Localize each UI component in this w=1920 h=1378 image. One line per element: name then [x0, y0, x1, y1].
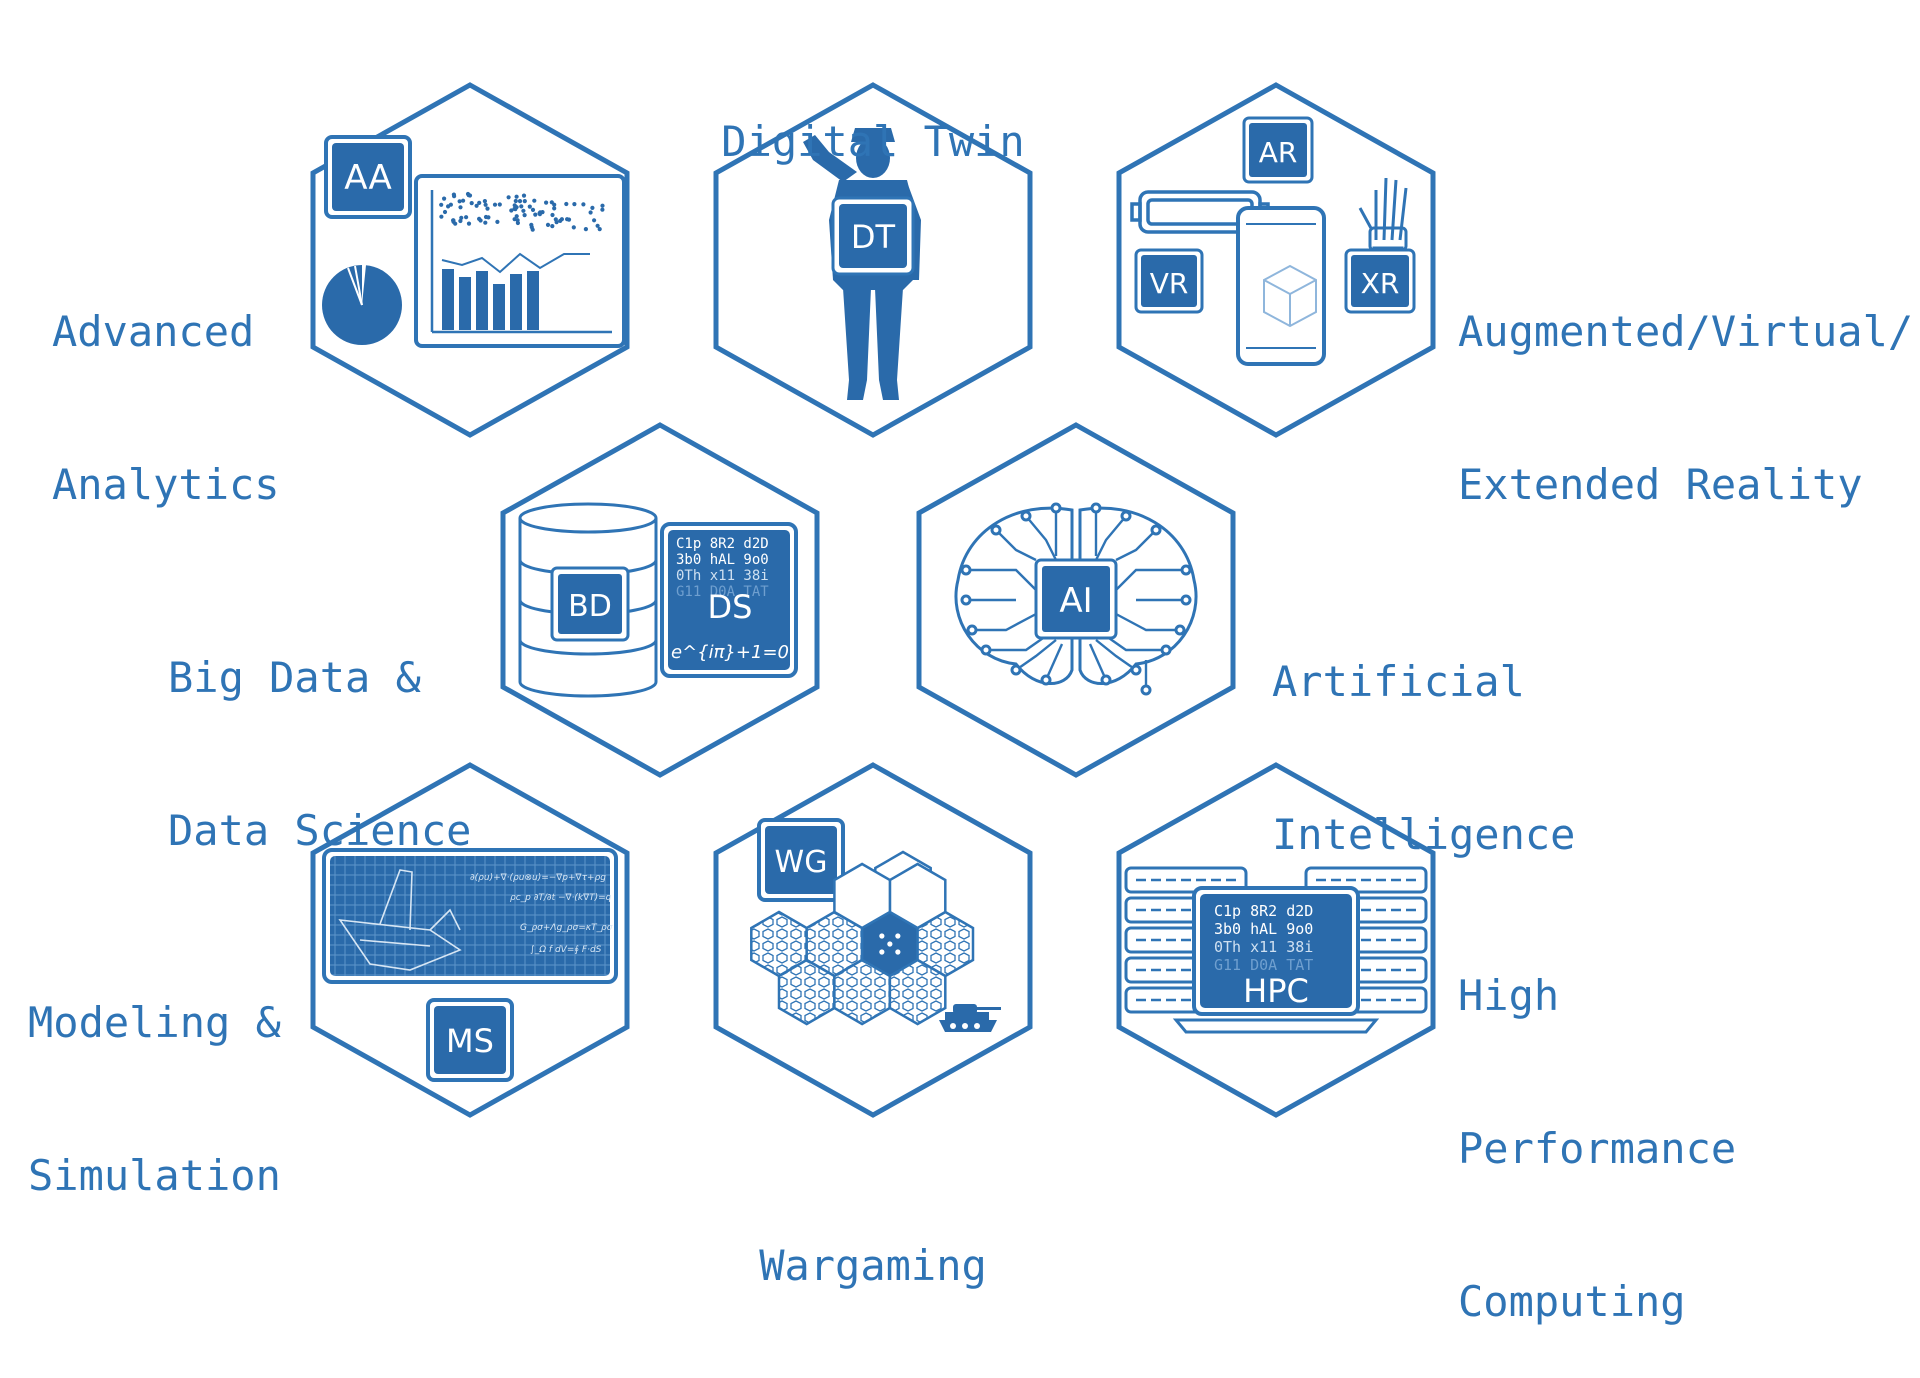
- laptop-icon: C1p 8R2 d2D 3b0 hAL 9o0 0Th x11 38i G11 …: [1172, 886, 1380, 1034]
- data-science-panel: C1p 8R2 d2D 3b0 hAL 9o0 0Th x11 38i G11 …: [660, 522, 798, 678]
- bar-chart-icon: [414, 174, 626, 348]
- hpc-code-line-3: 0Th x11 38i: [1214, 938, 1313, 956]
- ms-badge: MS: [426, 998, 514, 1082]
- hex-digital-twin: DT: [716, 85, 1030, 435]
- brain-circuit-icon: [954, 502, 1198, 696]
- hpc-code-line-1: C1p 8R2 d2D: [1214, 902, 1313, 920]
- code-line-4: G11 D0A TAT: [676, 584, 769, 600]
- hex-artificial-intelligence: AI: [919, 425, 1233, 775]
- tech-hexagon-diagram: AA: [0, 0, 1920, 1199]
- hex-advanced-analytics: AA: [313, 85, 627, 435]
- label-augmented-reality: Augmented/Virtual/ Extended Reality: [1458, 307, 1914, 509]
- aa-badge-text: AA: [344, 158, 391, 198]
- dt-badge: DT: [831, 196, 915, 276]
- vr-badge-text: VR: [1150, 267, 1189, 300]
- hpc-code-line-2: 3b0 hAL 9o0: [1214, 920, 1313, 938]
- svg-text:∂(ρu)+∇·(ρu⊗u)=−∇p+∇τ+ρg: ∂(ρu)+∇·(ρu⊗u)=−∇p+∇τ+ρg: [470, 873, 606, 883]
- pie-chart-icon: [322, 264, 402, 345]
- wg-badge: WG: [757, 818, 845, 902]
- tank-icon: [939, 1004, 1001, 1032]
- formula-text: e^{iπ}+1=0: [671, 642, 789, 663]
- ms-badge-text: MS: [446, 1022, 494, 1060]
- xr-badge-text: XR: [1361, 267, 1400, 300]
- ai-badge-text: AI: [1059, 581, 1092, 621]
- hex-big-data: BD C1p 8R2 d2D 3b0 hAL 9o0 0Th x11 38i G…: [503, 425, 817, 775]
- hpc-code-line-4: G11 D0A TAT: [1214, 956, 1313, 974]
- hex-modeling-simulation: ∂(ρu)+∇·(ρu⊗u)=−∇p+∇τ+ρg ρc_p ∂T/∂t −∇·(…: [313, 765, 627, 1115]
- fighter-jet-icon: [338, 869, 462, 971]
- hex-high-performance-computing: C1p 8R2 d2D 3b0 hAL 9o0 0Th x11 38i G11 …: [1119, 765, 1433, 1115]
- equations-text: ∂(ρu)+∇·(ρu⊗u)=−∇p+∇τ+ρg ρc_p ∂T/∂t −∇·(…: [470, 873, 613, 955]
- hex-board-icon: [750, 850, 975, 1026]
- wg-badge-text: WG: [775, 845, 828, 880]
- simulation-screen: ∂(ρu)+∇·(ρu⊗u)=−∇p+∇τ+ρg ρc_p ∂T/∂t −∇·(…: [322, 848, 618, 984]
- svg-text:∫_Ω f dV=∮ F·dS: ∫_Ω f dV=∮ F·dS: [530, 945, 602, 955]
- label-modeling-simulation: Modeling & Simulation: [28, 998, 281, 1200]
- smartphone-icon: [1236, 206, 1326, 366]
- svg-text:G_ρσ+Λg_ρσ=κT_ρσ: G_ρσ+Λg_ρσ=κT_ρσ: [520, 923, 613, 933]
- hpc-badge-text: HPC: [1243, 972, 1309, 1010]
- code-line-3: 0Th x11 38i: [676, 568, 769, 584]
- bd-badge-text: BD: [568, 589, 612, 624]
- label-artificial-intelligence: Artificial Intelligence: [1272, 657, 1576, 859]
- label-hpc: High Performance Computing: [1458, 971, 1737, 1326]
- label-big-data: Big Data & Data Science: [168, 653, 472, 855]
- dt-badge-text: DT: [851, 218, 896, 256]
- vr-badge: VR: [1134, 248, 1204, 314]
- aa-badge: AA: [324, 135, 412, 219]
- code-line-2: 3b0 hAL 9o0: [676, 552, 769, 568]
- bd-badge: BD: [550, 566, 630, 642]
- label-advanced-analytics: Advanced Analytics: [52, 307, 280, 509]
- code-line-1: C1p 8R2 d2D: [676, 536, 769, 552]
- label-wargaming: Wargaming: [759, 1241, 987, 1290]
- xr-badge: XR: [1344, 248, 1416, 314]
- hex-wargaming: WG: [716, 765, 1030, 1115]
- label-digital-twin: Digital Twin: [721, 117, 1025, 166]
- ai-chip-badge: AI: [1034, 558, 1118, 640]
- ar-badge: AR: [1242, 116, 1314, 184]
- ar-badge-text: AR: [1259, 136, 1298, 169]
- hex-augmented-reality: AR VR XR: [1119, 85, 1433, 435]
- svg-text:ρc_p ∂T/∂t −∇·(k∇T)=q: ρc_p ∂T/∂t −∇·(k∇T)=q: [510, 893, 612, 903]
- ds-badge-text: DS: [708, 588, 753, 626]
